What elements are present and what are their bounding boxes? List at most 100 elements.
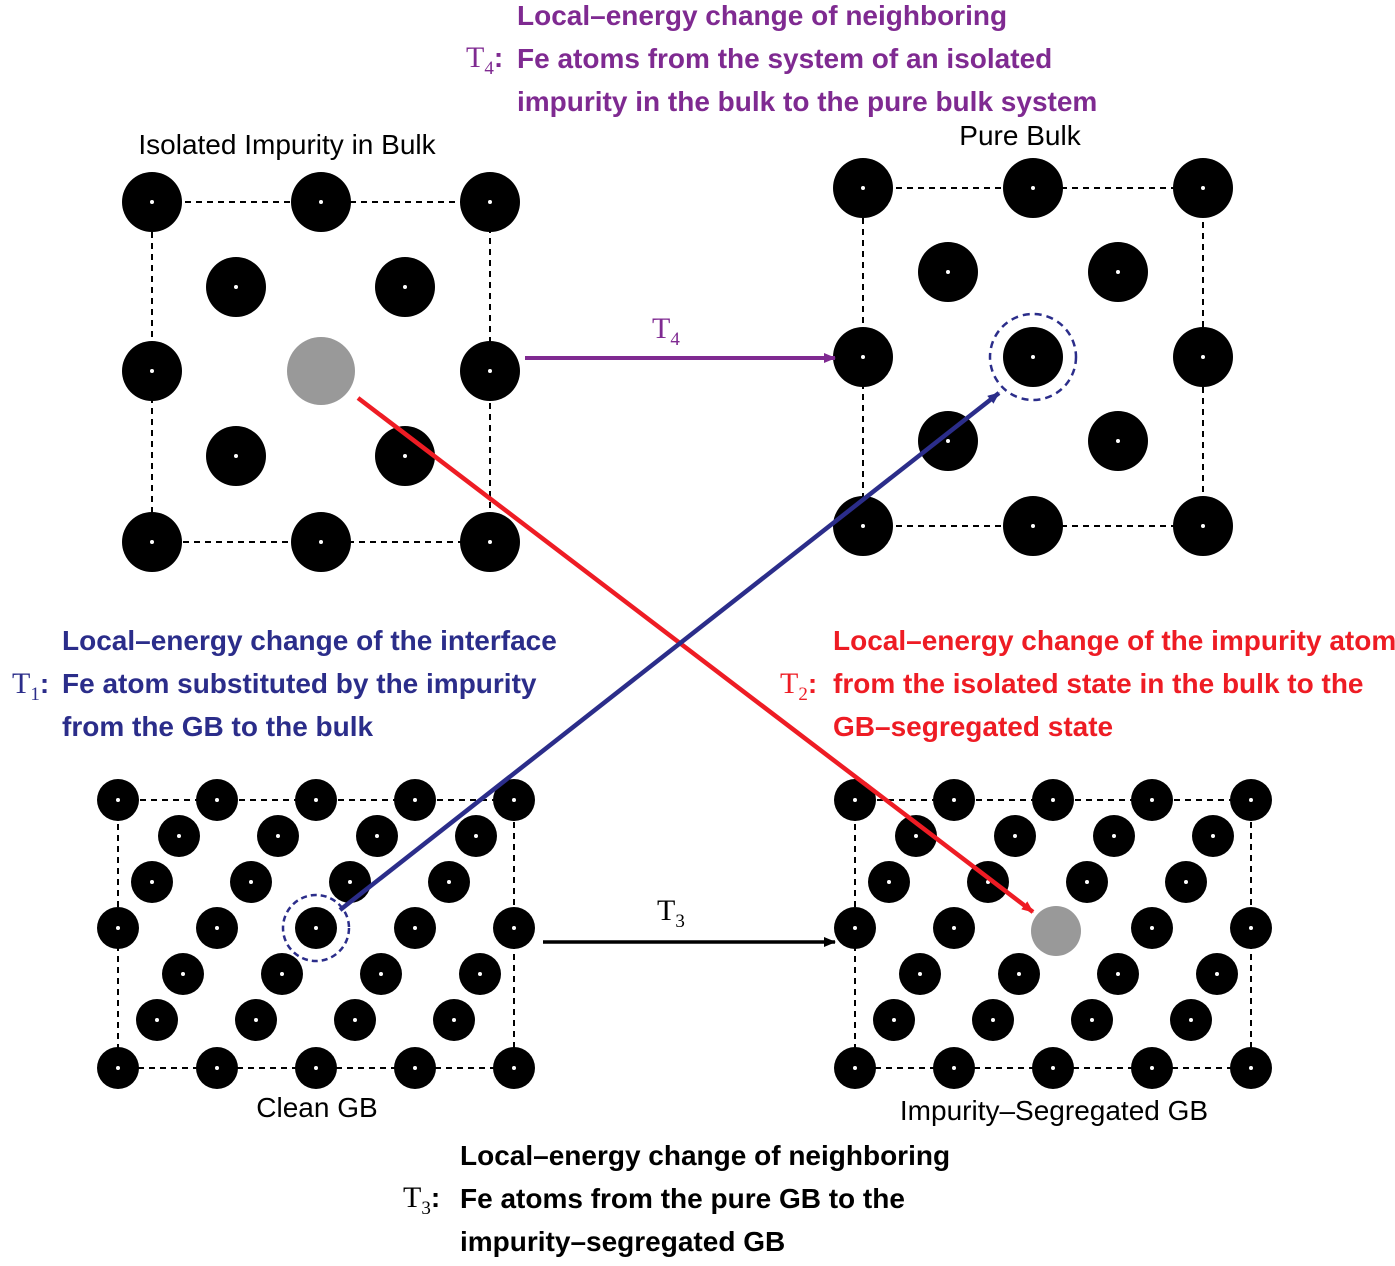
clean-gb-fe-atom-center xyxy=(314,926,318,930)
clean-gb-title: Clean GB xyxy=(256,1092,377,1123)
t1-desc-line-3: from the GB to the bulk xyxy=(62,711,374,742)
highlight-circle-bulk xyxy=(988,312,1078,402)
segregated-gb-fe-atom-center xyxy=(914,834,918,838)
t4-desc-line-2: Fe atoms from the system of an isolated xyxy=(517,43,1052,74)
isolated-bulk-fe-atom-center xyxy=(488,200,492,204)
segregated-gb-fe-atom-center xyxy=(952,926,956,930)
isolated-bulk-fe-atom-center xyxy=(403,285,407,289)
segregated-gb-fe-atom-center xyxy=(1189,1018,1193,1022)
isolated-bulk-fe-atom-center xyxy=(234,285,238,289)
clean-gb-fe-atom-center xyxy=(447,880,451,884)
t4-desc-line-3: impurity in the bulk to the pure bulk sy… xyxy=(517,86,1097,117)
isolated-bulk-fe-atom-center xyxy=(150,369,154,373)
clean-gb-fe-atom-center xyxy=(276,834,280,838)
segregated-gb-fe-atom-center xyxy=(1249,926,1253,930)
clean-gb-fe-atom-center xyxy=(215,798,219,802)
t2-desc-line-3: GB–segregated state xyxy=(833,711,1113,742)
segregated-gb-fe-atom-center xyxy=(1150,1066,1154,1070)
segregated-gb-fe-atom-center xyxy=(1215,972,1219,976)
impurity-atom-bulk xyxy=(287,337,355,405)
t3-desc-line-1: Local–energy change of neighboring xyxy=(460,1140,950,1171)
t4-description: T4: Local–energy change of neighboring F… xyxy=(466,0,1097,117)
clean-gb-fe-atom-center xyxy=(215,926,219,930)
pure-bulk-fe-atom-center xyxy=(946,270,950,274)
t2-symbol: T2: xyxy=(780,667,817,705)
segregated-gb-fe-atom-center xyxy=(1249,798,1253,802)
clean-gb-fe-atom-center xyxy=(413,1066,417,1070)
isolated-bulk-fe-atom-center xyxy=(488,369,492,373)
t2-description: T2: Local–energy change of the impurity … xyxy=(780,625,1395,742)
pure-bulk-atoms xyxy=(833,158,1233,556)
isolated-bulk-title: Isolated Impurity in Bulk xyxy=(138,129,436,160)
pure-bulk-fe-atom-center xyxy=(1201,355,1205,359)
highlight-circle-gb xyxy=(281,893,351,963)
clean-gb-fe-atom-center xyxy=(512,1066,516,1070)
isolated-bulk-fe-atom-center xyxy=(319,200,323,204)
clean-gb-fe-atom-center xyxy=(254,1018,258,1022)
segregated-gb-fe-atom-center xyxy=(1013,834,1017,838)
segregated-gb-fe-atom-center xyxy=(1112,834,1116,838)
segregated-gb-panel: Impurity–Segregated GB xyxy=(834,779,1272,1126)
segregated-gb-fe-atom-center xyxy=(918,972,922,976)
clean-gb-fe-atom-center xyxy=(150,880,154,884)
segregated-gb-title: Impurity–Segregated GB xyxy=(900,1095,1208,1126)
isolated-bulk-fe-atom-center xyxy=(150,200,154,204)
clean-gb-panel: Clean GB xyxy=(97,779,535,1123)
isolated-bulk-fe-atom-center xyxy=(488,540,492,544)
segregated-gb-fe-atom-center xyxy=(887,880,891,884)
segregated-gb-fe-atom-center xyxy=(1116,972,1120,976)
isolated-bulk-fe-atom-center xyxy=(319,540,323,544)
t2-arrow xyxy=(356,396,1035,914)
pure-bulk-fe-atom-center xyxy=(1031,186,1035,190)
pure-bulk-fe-atom-center xyxy=(861,524,865,528)
clean-gb-fe-atom-center xyxy=(452,1018,456,1022)
pure-bulk-fe-atom-center xyxy=(946,439,950,443)
segregated-gb-fe-atom-center xyxy=(991,1018,995,1022)
t3-arrow-label: T3 xyxy=(657,894,685,932)
t1-symbol: T1: xyxy=(12,667,49,705)
t3-desc-line-3: impurity–segregated GB xyxy=(460,1226,785,1257)
t3-description: T3: Local–energy change of neighboring F… xyxy=(403,1140,950,1257)
isolated-bulk-fe-atom-center xyxy=(150,540,154,544)
clean-gb-fe-atom-center xyxy=(413,798,417,802)
t4-arrow-label: T4 xyxy=(652,312,680,350)
segregated-gb-fe-atom-center xyxy=(853,798,857,802)
segregated-gb-fe-atom-center xyxy=(853,926,857,930)
t4-symbol: T4: xyxy=(466,41,503,79)
segregated-gb-fe-atom-center xyxy=(1150,798,1154,802)
isolated-bulk-fe-atom-center xyxy=(234,454,238,458)
clean-gb-fe-atom-center xyxy=(116,1066,120,1070)
pure-bulk-title: Pure Bulk xyxy=(959,120,1081,151)
clean-gb-fe-atom-center xyxy=(512,926,516,930)
clean-gb-fe-atom-center xyxy=(478,972,482,976)
clean-gb-fe-atom-center xyxy=(375,834,379,838)
pure-bulk-fe-atom-center xyxy=(1031,355,1035,359)
segregated-gb-fe-atom-center xyxy=(1211,834,1215,838)
segregated-gb-fe-atom-center xyxy=(1249,1066,1253,1070)
segregated-gb-fe-atom-center xyxy=(853,1066,857,1070)
t1-desc-line-1: Local–energy change of the interface xyxy=(62,625,557,656)
segregated-gb-fe-atom-center xyxy=(1051,798,1055,802)
clean-gb-fe-atom-center xyxy=(353,1018,357,1022)
clean-gb-fe-atom-center xyxy=(181,972,185,976)
clean-gb-fe-atom-center xyxy=(116,926,120,930)
t1-desc-line-2: Fe atom substituted by the impurity xyxy=(62,668,537,699)
pure-bulk-fe-atom-center xyxy=(1031,524,1035,528)
segregated-gb-atoms xyxy=(834,779,1272,1089)
t2-desc-line-2: from the isolated state in the bulk to t… xyxy=(833,668,1364,699)
clean-gb-fe-atom-center xyxy=(474,834,478,838)
segregated-gb-fe-atom-center xyxy=(952,1066,956,1070)
impurity-atom-gb xyxy=(1031,906,1081,956)
segregated-gb-fe-atom-center xyxy=(1090,1018,1094,1022)
clean-gb-fe-atom-center xyxy=(177,834,181,838)
clean-gb-fe-atom-center xyxy=(512,798,516,802)
clean-gb-fe-atom-center xyxy=(413,926,417,930)
t4-desc-line-1: Local–energy change of neighboring xyxy=(517,0,1007,31)
t3-desc-line-2: Fe atoms from the pure GB to the xyxy=(460,1183,905,1214)
clean-gb-fe-atom-center xyxy=(314,1066,318,1070)
segregated-gb-fe-atom-center xyxy=(1017,972,1021,976)
pure-bulk-fe-atom-center xyxy=(1116,270,1120,274)
clean-gb-fe-atom-center xyxy=(348,880,352,884)
